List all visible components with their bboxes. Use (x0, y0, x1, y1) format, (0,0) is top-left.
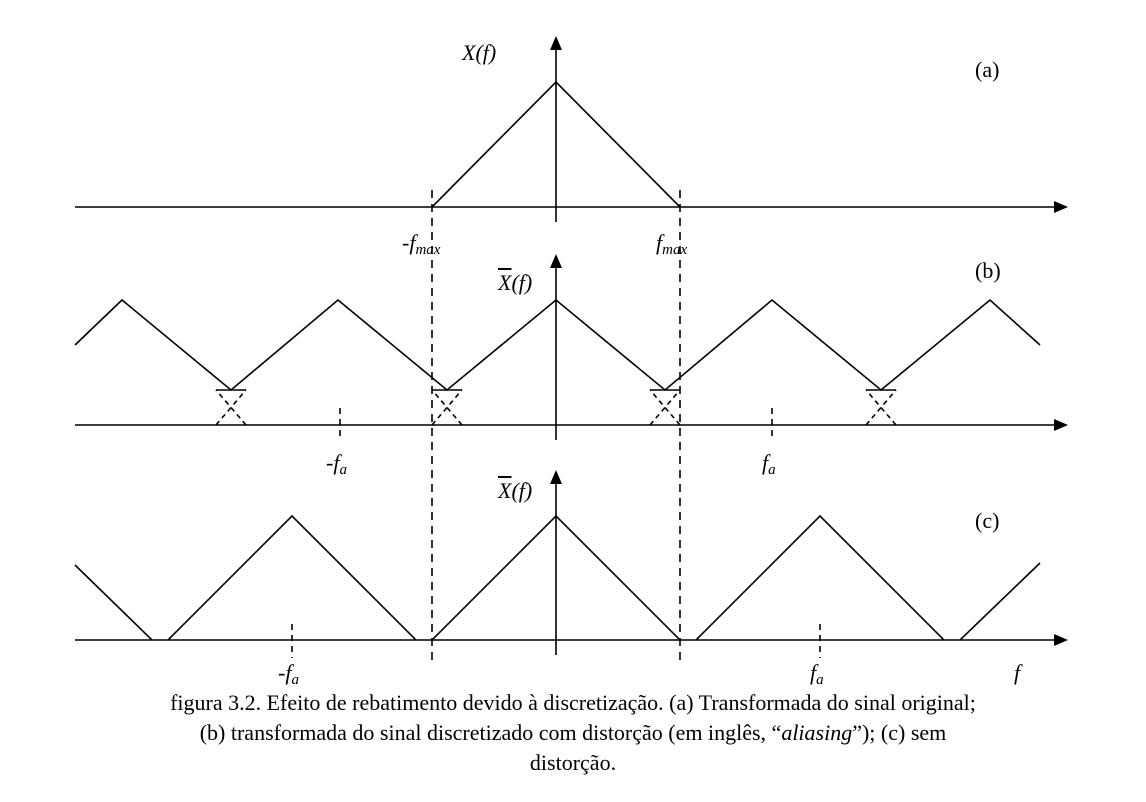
figure-caption: figura 3.2. Efeito de rebatimento devido… (0, 688, 1146, 778)
panel-b-overlap-1 (215, 389, 247, 426)
panel-b-ylabel: X(f) (498, 270, 533, 295)
panel-b-overlap-2 (431, 389, 463, 426)
panel-c-replica-left-edge (74, 564, 153, 641)
panel-c-label-fa: fa (810, 660, 824, 688)
label-neg-fmax: -fmax (402, 230, 441, 258)
panel-b-overlap-3 (649, 389, 681, 426)
panel-a-spectrum-triangle (431, 80, 681, 208)
label-fmax: fmax (656, 230, 688, 258)
panel-a (75, 36, 1068, 222)
panel-a-ylabel: X(f) (462, 40, 497, 65)
panel-c (74, 470, 1068, 658)
panel-b-overlap-4 (865, 389, 897, 426)
caption-line-1: figura 3.2. Efeito de rebatimento devido… (170, 690, 976, 715)
panel-c-replica-neg-fa (167, 514, 417, 641)
panel-b (74, 254, 1068, 440)
panel-a-tag: (a) (975, 57, 1000, 82)
caption-line-3: distorção. (529, 750, 617, 775)
panel-b-aliased-spectrum (74, 298, 1041, 392)
panel-c-replica-center (431, 514, 681, 641)
panel-c-replica-fa (695, 514, 945, 641)
panel-b-tag: (b) (975, 258, 1001, 283)
label-f-axis: f (1014, 660, 1021, 685)
panel-c-label-neg-fa: -fa (278, 660, 299, 688)
panel-c-replica-right-edge (959, 562, 1041, 641)
panel-b-label-fa: fa (762, 450, 776, 478)
panel-b-label-neg-fa: -fa (326, 450, 347, 478)
panel-c-ylabel: X(f) (498, 478, 533, 503)
panel-c-tag: (c) (975, 508, 1000, 533)
caption-line-2: (b) transformada do sinal discretizado c… (199, 720, 947, 745)
